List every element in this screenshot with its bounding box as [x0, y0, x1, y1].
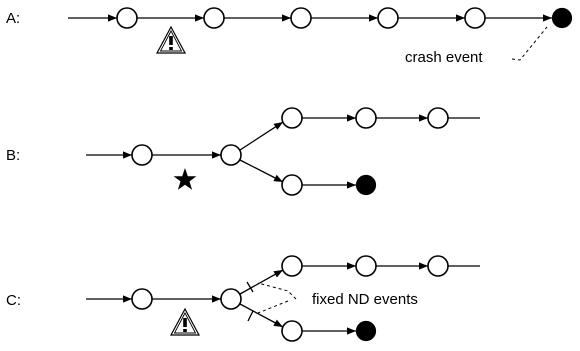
crash-event-label: crash event — [405, 49, 483, 66]
row-c-crash-state — [355, 320, 377, 342]
row-a-label: A: — [6, 10, 20, 27]
row-b-branch-state — [220, 144, 242, 166]
fixed-nd-pointer — [257, 300, 289, 314]
row-c-branch-state — [220, 288, 242, 310]
fixed-nd-pointer — [257, 282, 297, 300]
row-c-label: C: — [6, 292, 21, 309]
row-b-label: B: — [6, 147, 20, 164]
fixed-choice-tick — [247, 310, 254, 322]
row-c: fixed ND events — [86, 255, 480, 342]
warning-triangle-icon — [169, 307, 201, 336]
row-c-state — [427, 255, 449, 277]
crash-event-pointer — [511, 26, 548, 61]
row-b-state — [281, 107, 303, 129]
row-a-state — [377, 7, 399, 29]
warning-triangle-icon — [155, 25, 187, 54]
row-a-state — [464, 7, 486, 29]
fixed-nd-events-label: fixed ND events — [312, 291, 418, 308]
row-a-crash-state — [551, 7, 573, 29]
row-b-edge — [239, 121, 284, 151]
row-b-edge — [239, 159, 284, 183]
row-c-edge — [239, 269, 284, 295]
row-c-state — [281, 255, 303, 277]
row-a: crash event — [68, 7, 573, 66]
star-icon — [173, 168, 197, 190]
fixed-choice-tick — [246, 281, 254, 293]
row-a-state — [203, 7, 225, 29]
row-b-state — [427, 107, 449, 129]
row-c-state — [131, 288, 153, 310]
row-b-state — [281, 174, 303, 196]
row-c-edge — [239, 303, 284, 328]
row-b-state — [131, 144, 153, 166]
row-a-state — [290, 7, 312, 29]
row-b-crash-state — [355, 174, 377, 196]
row-b-state — [355, 107, 377, 129]
row-c-state — [355, 255, 377, 277]
row-c-state — [281, 320, 303, 342]
row-b — [86, 107, 480, 196]
row-a-state — [116, 7, 138, 29]
